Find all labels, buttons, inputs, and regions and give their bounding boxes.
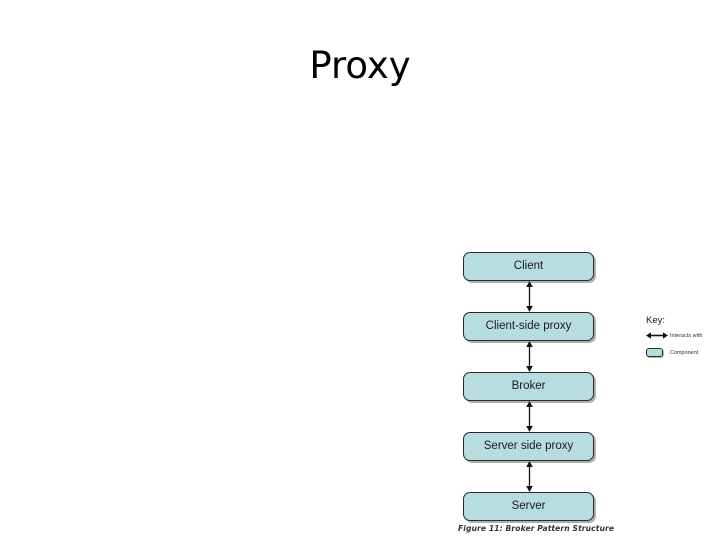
component-box-server-side-proxy: Server side proxy — [463, 432, 594, 461]
figure-caption: Figure 11: Broker Pattern Structure — [458, 524, 615, 533]
page-title: Proxy — [309, 44, 411, 87]
legend-item-label: Component — [670, 349, 699, 356]
legend-item-label: Interacts with — [670, 332, 703, 339]
component-swatch-icon — [646, 348, 668, 357]
double-arrow-icon — [646, 331, 668, 340]
double-arrow-icon — [525, 401, 534, 432]
component-box-client-side-proxy: Client-side proxy — [463, 312, 594, 341]
double-arrow-icon — [525, 341, 534, 372]
component-box-broker: Broker — [463, 372, 594, 401]
legend-item-interacts-with: Interacts with — [646, 329, 720, 342]
legend-title: Key: — [646, 315, 666, 326]
legend-item-component: Component — [646, 346, 720, 359]
figure-legend: Key: Interacts with Component — [646, 315, 720, 363]
broker-pattern-figure: Client Client-side proxy Broker — [450, 243, 720, 540]
component-flow-stack: Client Client-side proxy Broker — [463, 252, 594, 521]
double-arrow-icon — [525, 461, 534, 492]
component-box-server: Server — [463, 492, 594, 521]
component-box-client: Client — [463, 252, 594, 281]
double-arrow-icon — [525, 281, 534, 312]
